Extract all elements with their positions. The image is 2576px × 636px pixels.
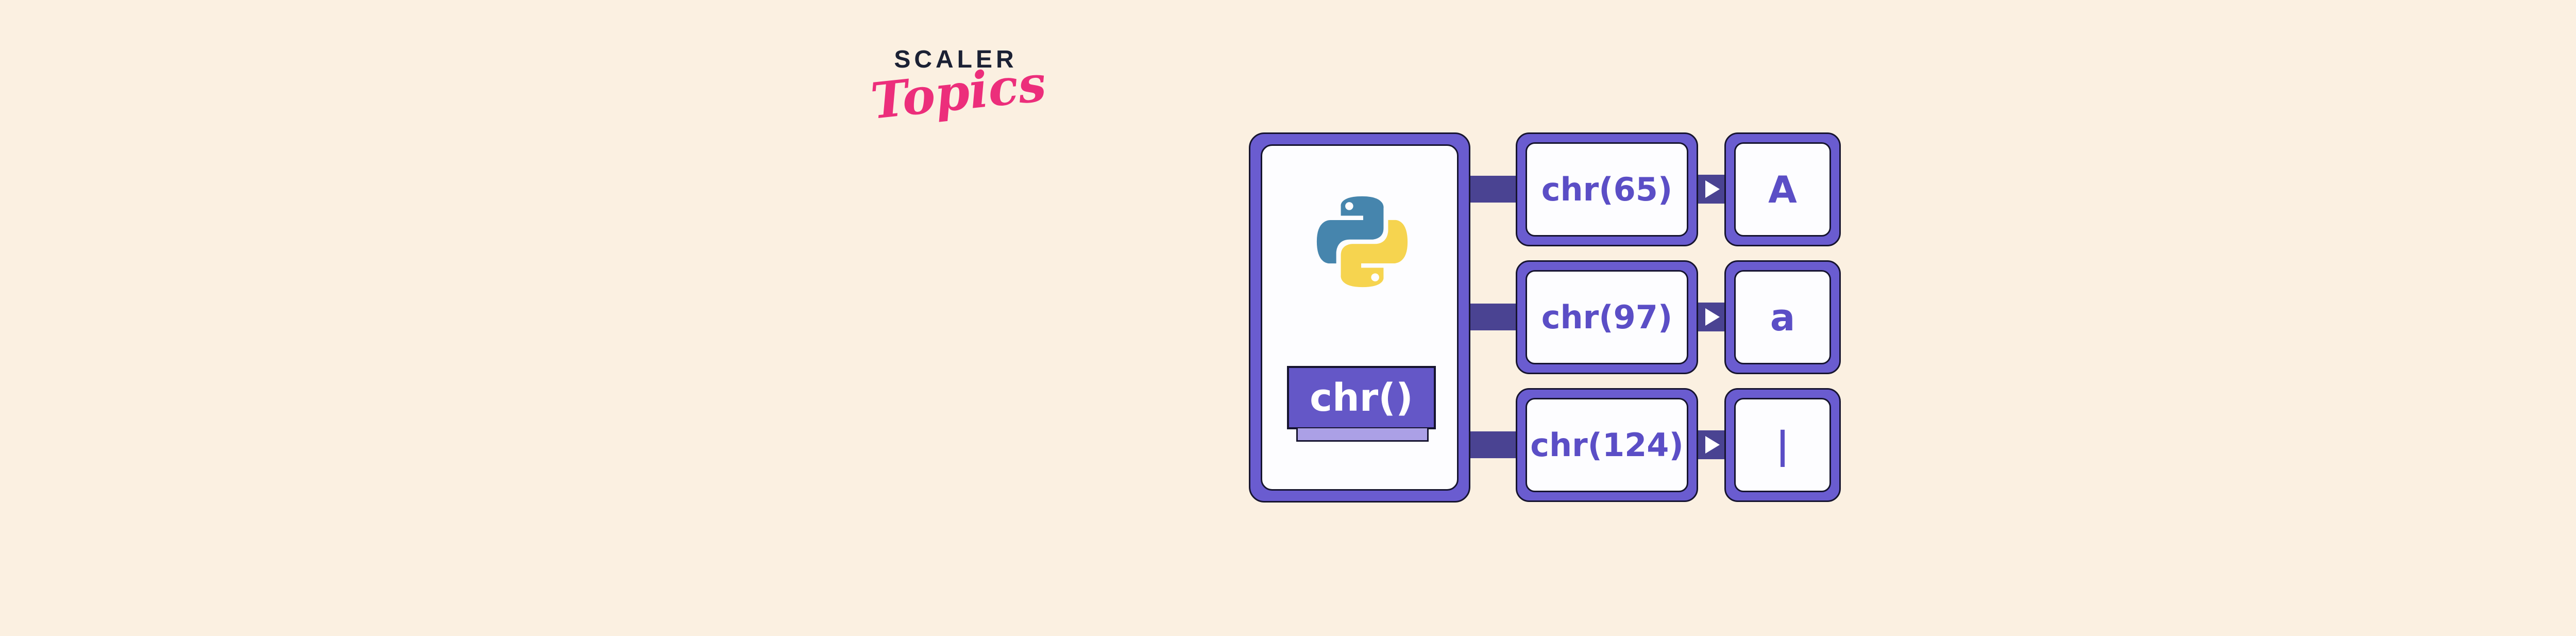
call-box: chr(124) [1516, 388, 1698, 502]
call-text: chr(65) [1541, 171, 1673, 208]
call-box-inner: chr(124) [1526, 398, 1688, 492]
arrow-right-icon [1705, 308, 1720, 326]
result-box: A [1724, 132, 1841, 246]
result-box-inner: a [1734, 270, 1831, 364]
scaler-topics-logo: SCALER Topics [868, 46, 1048, 130]
example-row-chr65: chr(65) A [1464, 132, 1841, 246]
connector-bar [1464, 304, 1519, 330]
result-box-inner: A [1734, 142, 1831, 237]
call-text: chr(124) [1530, 426, 1684, 464]
python-function-box [1249, 132, 1470, 503]
chr-function-label-shadow [1296, 428, 1429, 442]
result-box: a [1724, 260, 1841, 374]
example-row-chr124: chr(124) | [1464, 388, 1841, 502]
python-logo-eye-bottom [1371, 273, 1379, 281]
connector-bar [1464, 176, 1519, 203]
chr-function-label: chr() [1287, 366, 1436, 429]
logo-sub-text: Topics [868, 54, 1049, 130]
call-text: chr(97) [1541, 298, 1673, 336]
example-row-chr97: chr(97) a [1464, 260, 1841, 374]
logo-brand-text: SCALER [894, 46, 1018, 73]
python-logo-eye-top [1345, 202, 1353, 210]
result-box-inner: | [1734, 398, 1831, 492]
python-logo-icon [1315, 195, 1409, 289]
arrow-right-icon [1705, 436, 1720, 454]
call-box: chr(65) [1516, 132, 1698, 246]
call-box-inner: chr(97) [1526, 270, 1688, 364]
arrow-right-icon [1705, 180, 1720, 198]
connector-bar [1464, 431, 1519, 458]
result-box: | [1724, 388, 1841, 502]
call-box: chr(97) [1516, 260, 1698, 374]
call-box-inner: chr(65) [1526, 142, 1688, 237]
result-text: a [1770, 295, 1795, 339]
result-text: | [1775, 423, 1790, 467]
result-text: A [1768, 168, 1797, 211]
